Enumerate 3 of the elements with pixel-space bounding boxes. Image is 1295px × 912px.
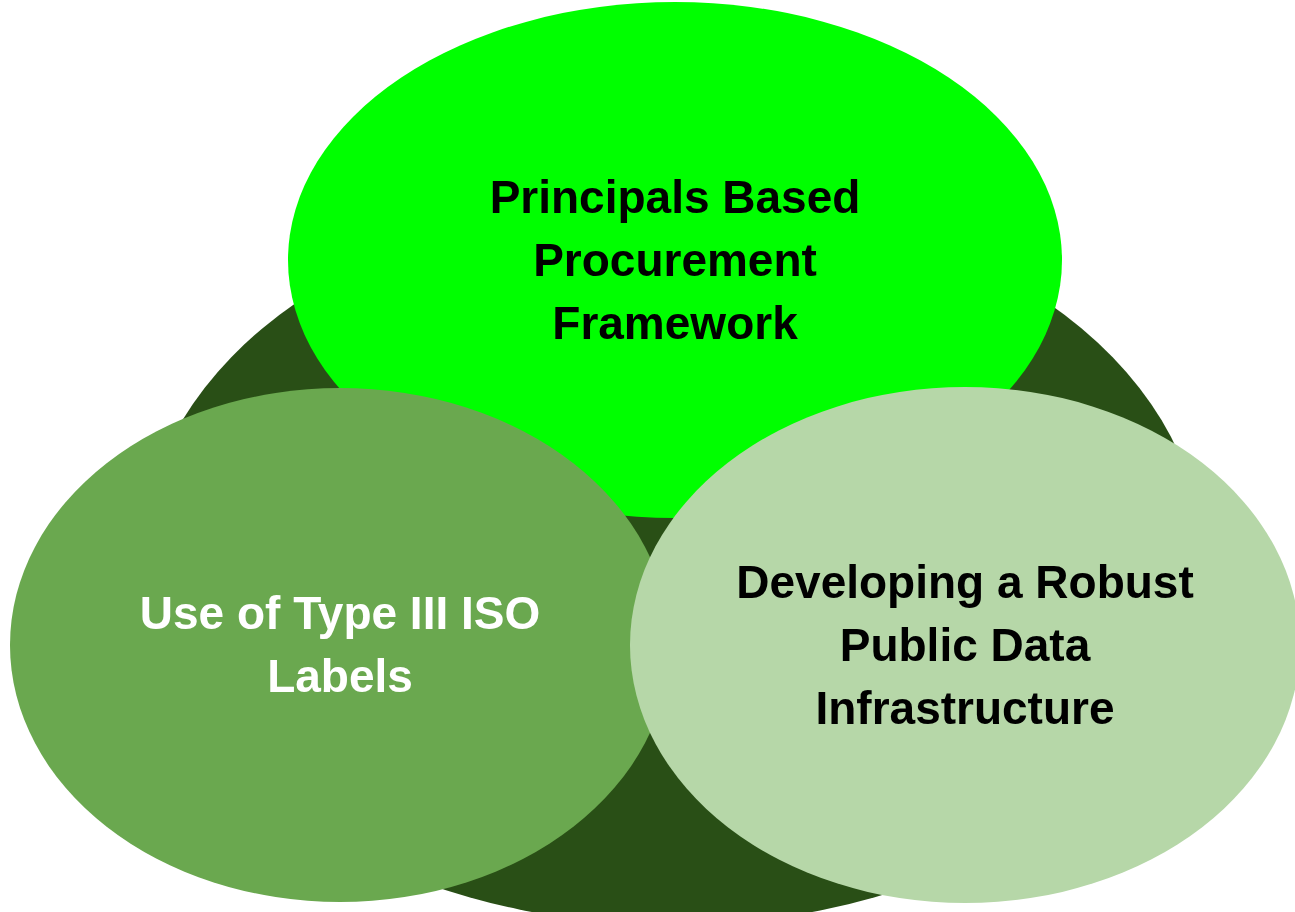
node-label: Use of Type III ISO Labels: [138, 586, 542, 704]
node-label: Principals Based Procurement Framework: [488, 169, 862, 351]
node-label: Developing a Robust Public Data Infrastructure: [735, 554, 1195, 736]
